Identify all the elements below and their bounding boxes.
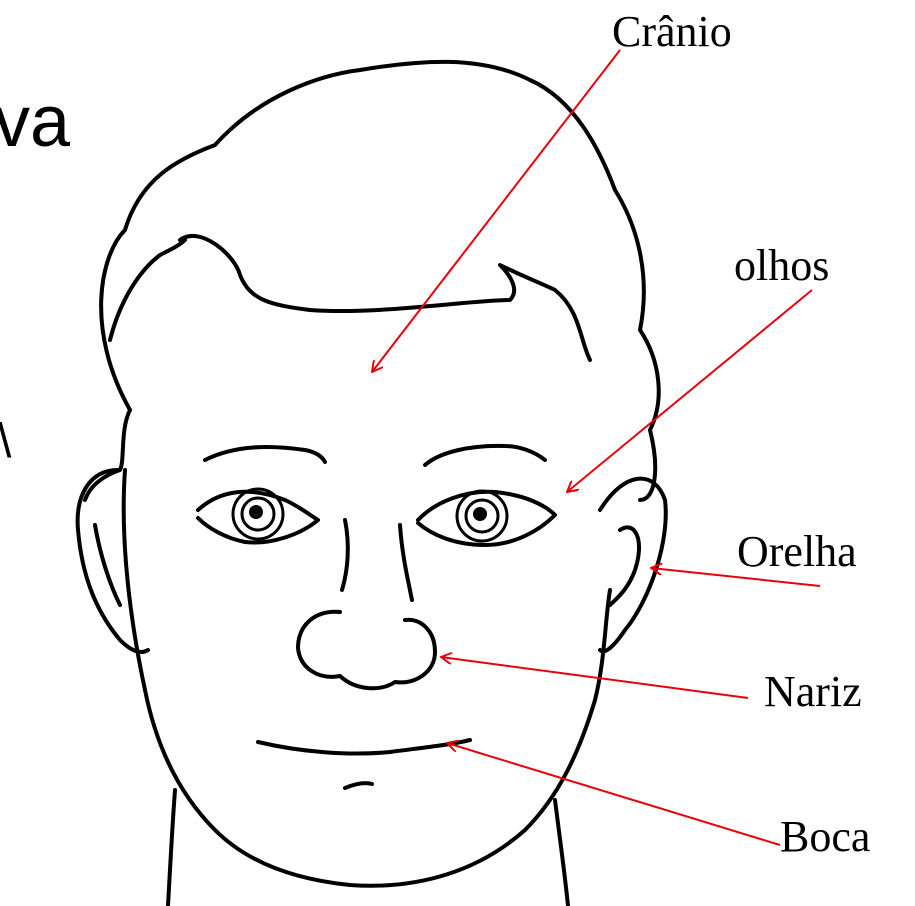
neck-right	[555, 800, 568, 906]
chin-mark	[345, 783, 372, 788]
arrow-cranio	[372, 50, 620, 372]
label-olhos: olhos	[734, 244, 829, 288]
left-ear-inner	[95, 525, 120, 605]
hair-part	[180, 236, 590, 360]
right-ear	[600, 479, 666, 652]
right-pupil	[473, 507, 487, 521]
nose-bridge-left	[342, 520, 348, 590]
label-nariz: Nariz	[764, 670, 862, 714]
left-eyebrow	[205, 447, 325, 462]
arrow-olhos	[567, 290, 812, 492]
label-boca: Boca	[780, 815, 870, 859]
right-ear-inner	[610, 527, 639, 605]
hair-left-strand	[110, 240, 185, 340]
left-pupil	[249, 505, 263, 519]
face-outline	[124, 470, 610, 886]
arrow-nariz	[441, 657, 748, 698]
nose	[298, 612, 435, 688]
hair-outline	[101, 62, 659, 500]
label-cranio: Crânio	[612, 10, 732, 54]
nose-bridge-right	[400, 525, 412, 600]
right-eyebrow	[425, 446, 545, 465]
neck-left	[168, 790, 175, 906]
label-orelha: Orelha	[737, 530, 857, 574]
arrow-boca	[447, 743, 780, 845]
mouth	[258, 740, 470, 754]
